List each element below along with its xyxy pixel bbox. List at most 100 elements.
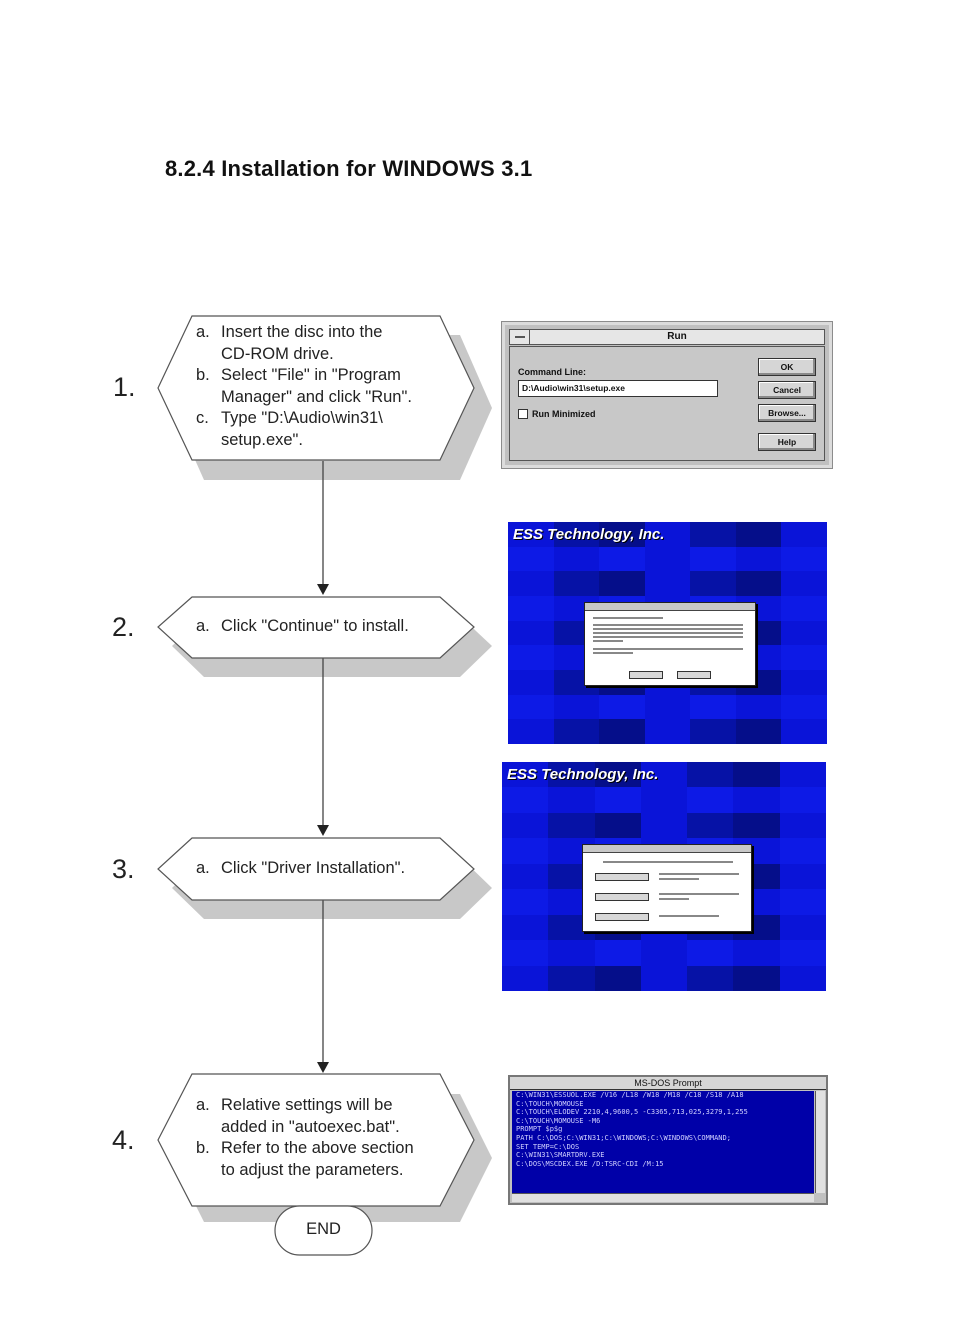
background-tile [594,787,642,814]
background-tile [599,571,646,597]
background-tile [687,812,735,840]
background-tile [640,965,689,991]
step-4-number: 4. [112,1125,135,1155]
background-tile [548,965,596,991]
background-tile [779,787,826,814]
step-4-text: a.Relative settings will be added in "au… [196,1096,414,1179]
background-tile [733,965,781,991]
background-tile [690,522,737,548]
step-3-number: 3. [112,854,135,884]
background-tile [508,620,555,647]
background-tile [781,670,827,696]
ess-welcome-screenshot: ESS Technology, Inc. [508,522,827,744]
background-tile [594,940,642,967]
step-2-text: a.Click "Continue" to install. [196,616,409,638]
background-tile [733,762,781,789]
continue-button [629,671,663,679]
step-1-number: 1. [113,372,136,402]
background-tile [640,787,689,814]
background-tile [735,719,783,744]
background-tile [779,863,826,891]
end-label: END [306,1220,341,1238]
remove-driver-button [595,893,649,901]
run-titlebar: Run [509,329,825,345]
step-2-number: 2. [112,612,135,642]
step-1a: a.Insert the disc into the [196,323,383,341]
background-tile [502,863,550,891]
background-tile [644,546,692,573]
background-tile [548,762,596,789]
background-tile [735,522,783,548]
background-tile [690,546,737,573]
background-tile [779,762,826,789]
browse-button: Browse... [758,404,816,422]
background-tile [553,546,601,573]
background-tile [502,812,550,840]
background-tile [502,838,550,865]
background-tile [594,762,642,789]
background-tile [553,522,601,548]
background-tile [733,787,781,814]
background-tile [548,940,596,967]
background-tile [779,940,826,967]
background-tile [690,719,737,744]
background-tile [781,645,827,671]
background-tile [735,546,783,573]
background-tile [508,596,555,622]
background-tile [779,914,826,942]
background-tile [599,694,646,721]
setup-welcome-dialog [584,602,756,686]
step-4a: a.Relative settings will be [196,1096,393,1114]
step-4-shape [157,1073,475,1207]
driver-setup-dialog [582,844,752,932]
ess-driver-screenshot: ESS Technology, Inc. [502,762,826,991]
step-2a: a.Click "Continue" to install. [196,617,409,635]
background-tile [502,940,550,967]
run-dialog-body: Command Line: D:\Audio\win31\setup.exe R… [509,346,825,461]
checkbox-icon [518,409,528,419]
system-menu-icon [510,330,530,344]
background-tile [687,965,735,991]
exit-button [677,671,711,679]
background-tile [779,965,826,991]
end-terminator [274,1205,373,1256]
step-3-text: a.Click "Driver Installation". [196,858,405,880]
background-tile [781,571,827,597]
msdos-titlebar: MS-DOS Prompt [510,1077,826,1090]
background-tile [779,838,826,865]
background-tile [644,719,692,744]
step-1c: c.Type "D:\Audio\win31\ [196,409,383,427]
background-tile [687,787,735,814]
background-tile [687,940,735,967]
background-tile [508,571,555,597]
background-tile [779,889,826,916]
background-tile [781,546,827,573]
ok-button: OK [758,358,816,376]
background-tile [779,812,826,840]
step-1b: b.Select "File" in "Program [196,366,401,384]
background-tile [508,670,555,696]
background-tile [644,522,692,548]
background-tile [508,546,555,573]
connector-arrows [317,584,329,1073]
background-tile [508,719,555,744]
background-tile [548,812,596,840]
ess-title-2: ESS Technology, Inc. [507,766,659,783]
background-tile [599,719,646,744]
background-tile [781,620,827,647]
horizontal-scrollbar [512,1193,814,1202]
background-tile [733,940,781,967]
exit-setup-button [595,913,649,921]
driver-installation-button [595,873,649,881]
background-tile [502,762,550,789]
background-tile [644,694,692,721]
step-3a: a.Click "Driver Installation". [196,859,406,877]
background-tile [502,965,550,991]
step-1-text: a.Insert the disc into the CD-ROM drive.… [196,323,412,449]
background-tile [690,571,737,597]
background-tile [502,889,550,916]
background-tile [553,719,601,744]
background-tile [644,571,692,597]
background-tile [735,571,783,597]
background-tile [733,812,781,840]
